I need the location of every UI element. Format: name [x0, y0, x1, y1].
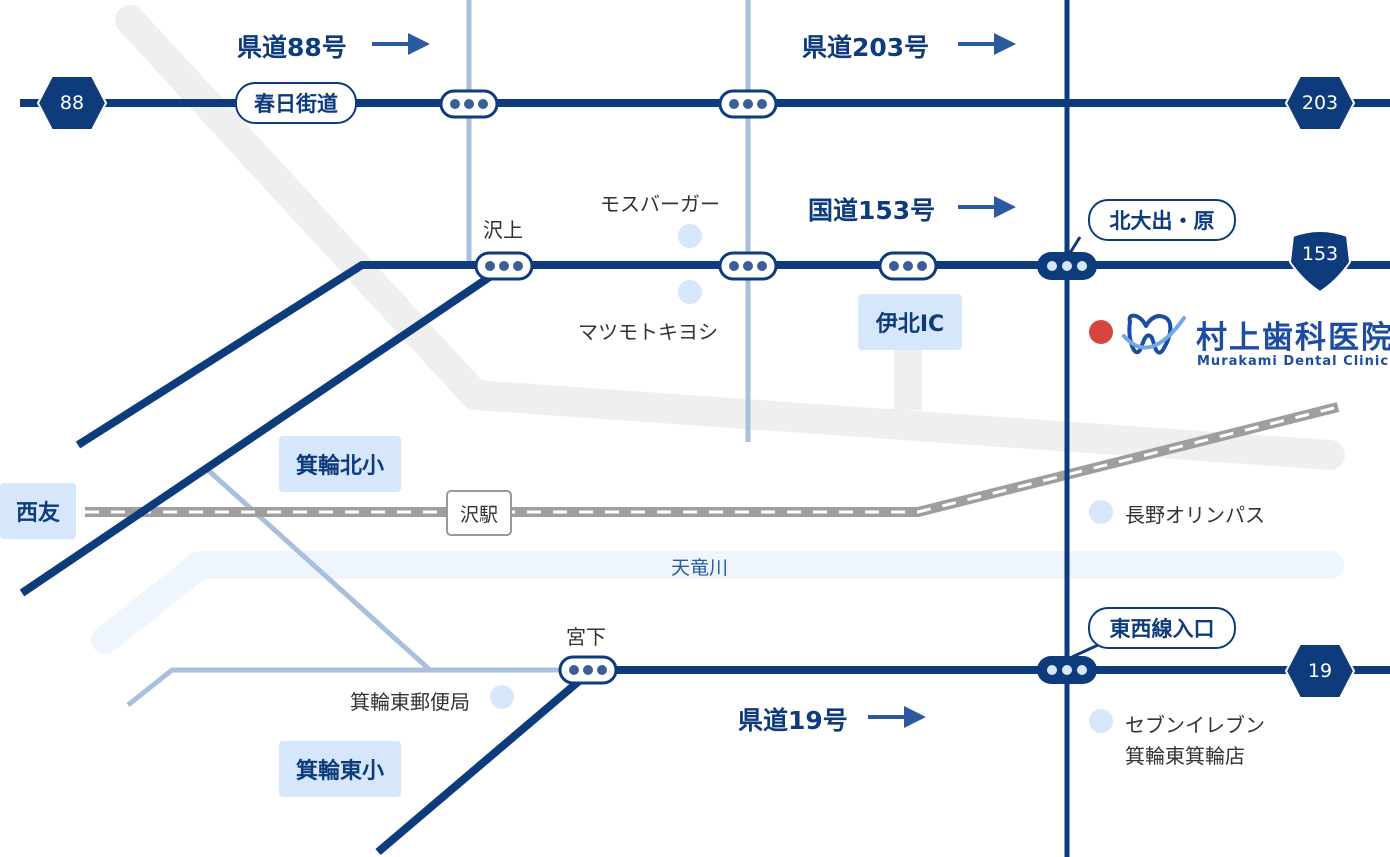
- road-name-kasuga: 春日街道: [235, 82, 357, 124]
- sawa-station: 沢駅: [446, 490, 512, 536]
- diagonal-road-west: [19, 268, 500, 597]
- river-label: 天竜川: [671, 557, 729, 579]
- railway-dash: [85, 405, 1339, 514]
- traffic-signal-icon: [439, 89, 499, 119]
- minor-road-3: [206, 468, 432, 672]
- school-minowa-kita: 箕輪北小: [279, 436, 401, 492]
- route-label-national153: 国道153号: [808, 196, 936, 225]
- landmark-dot: [1089, 709, 1113, 733]
- traffic-signal-icon: [1037, 252, 1097, 280]
- route-label-pref88: 県道88号: [237, 33, 347, 62]
- shield-number-19: 19: [1307, 660, 1333, 682]
- arrow-icon: [868, 706, 926, 728]
- school-minowa-higashi: 箕輪東小: [279, 741, 401, 797]
- expressway: [115, 5, 1345, 470]
- shield-number-203: 203: [1301, 92, 1339, 114]
- intersection-sawakami: 沢上: [483, 218, 523, 242]
- callout-line: [1068, 236, 1082, 254]
- landmark-matsumoto: マツモトキヨシ: [578, 320, 718, 344]
- clinic-name-en: Murakami Dental Clinic: [1197, 354, 1390, 369]
- landmark-post-office: 箕輪東郵便局: [350, 690, 470, 714]
- landmark-nagano-olympus: 長野オリンパス: [1125, 503, 1265, 527]
- traffic-signal-icon: [878, 251, 938, 281]
- intersection-miyashita: 宮下: [566, 625, 606, 649]
- route-label-pref203: 県道203号: [802, 33, 930, 62]
- route-shield-88-icon: [36, 75, 108, 131]
- traffic-signal-icon: [1037, 656, 1097, 684]
- landmark-dot: [490, 685, 514, 709]
- arrow-icon: [372, 33, 430, 55]
- seiyu-label: 西友: [0, 483, 76, 539]
- traffic-signal-icon: [718, 251, 778, 281]
- landmark-mos: モスバーガー: [600, 192, 720, 216]
- tenryu-river: [91, 551, 1344, 654]
- shield-number-88: 88: [59, 92, 85, 114]
- arrow-icon: [958, 33, 1016, 55]
- shield-number-153: 153: [1301, 243, 1339, 265]
- route-shield-19-icon: [1284, 643, 1356, 699]
- landmark-dot: [678, 280, 702, 304]
- intersection-tozaisen: 東西線入口: [1088, 607, 1236, 649]
- landmark-seven-eleven-line2: 箕輪東箕輪店: [1125, 744, 1245, 768]
- traffic-signal-icon: [558, 655, 618, 685]
- landmark-dot: [1089, 500, 1113, 524]
- clinic-name: 村上歯科医院: [1196, 320, 1390, 356]
- callout-line: [1071, 643, 1099, 659]
- landmark-seven-eleven-line1: セブンイレブン: [1125, 713, 1265, 737]
- landmark-dot: [678, 224, 702, 248]
- route-shield-153-icon: [1288, 230, 1352, 294]
- clinic-marker[interactable]: [1089, 320, 1113, 344]
- route-shield-203-icon: [1284, 75, 1356, 131]
- traffic-signal-icon: [474, 251, 534, 281]
- ihoku-ic-label: 伊北IC: [858, 294, 962, 350]
- tooth-logo-swoosh: [1122, 316, 1186, 350]
- traffic-signal-icon: [718, 89, 778, 119]
- arrow-icon: [958, 196, 1016, 218]
- diagonal-road-south: [375, 672, 588, 856]
- minor-road-4: [126, 667, 585, 707]
- route-label-pref19: 県道19号: [738, 706, 848, 735]
- intersection-kitaoide: 北大出・原: [1088, 199, 1236, 241]
